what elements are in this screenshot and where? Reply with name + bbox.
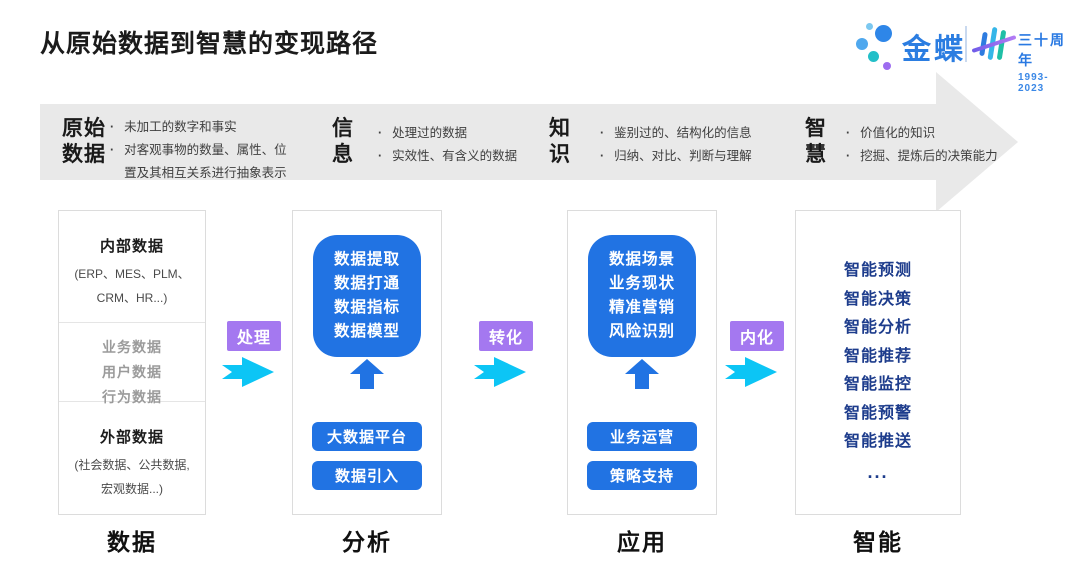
capability-line: 业务现状 — [608, 275, 675, 292]
stage-point: 处理过的数据 — [378, 122, 574, 145]
capability-line: 数据模型 — [333, 323, 400, 340]
analysis-column-box: 数据提取 数据打通 数据指标 数据模型 大数据平台 数据引入 — [292, 210, 442, 515]
intelligence-more-ellipsis: ... — [867, 461, 889, 482]
logo-divider — [965, 26, 967, 62]
capability-line: 数据指标 — [333, 299, 400, 316]
logo-dot — [866, 23, 873, 30]
application-capabilities-box: 数据场景 业务现状 精准营销 风险识别 — [588, 235, 696, 357]
right-arrow-icon — [725, 357, 777, 387]
stage-point: 未加工的数字和事实 — [110, 116, 298, 139]
footer-label-data: 数据 — [107, 529, 157, 555]
logo-dot — [856, 38, 868, 50]
logo-dot — [868, 51, 879, 62]
stage-points-information: 处理过的数据 实效性、有含义的数据 — [378, 122, 574, 168]
data-import-button: 数据引入 — [312, 461, 422, 490]
logo-dot — [875, 25, 892, 42]
brand-name: 金蝶 — [902, 34, 967, 66]
business-operation-button: 业务运营 — [587, 422, 697, 451]
stage-points-knowledge: 鉴别过的、结构化的信息 归纳、对比、判断与理解 — [600, 122, 810, 168]
data-types-section: 业务数据 用户数据 行为数据 — [59, 323, 205, 405]
up-arrow-icon — [625, 359, 659, 389]
intelligence-item: 智能分析 — [843, 319, 912, 336]
anniversary-years: 1993-2023 — [1018, 72, 1049, 94]
internal-data-heading: 内部数据 — [99, 238, 164, 255]
stage-point: 实效性、有含义的数据 — [378, 145, 574, 168]
stage-title-knowledge: 知 识 — [549, 117, 571, 166]
external-data-section: 外部数据 (社会数据、公共数据, 宏观数据...) — [59, 402, 205, 501]
data-column-box: 内部数据 (ERP、MES、PLM、CRM、HR...) 业务数据 用户数据 行… — [58, 210, 206, 515]
big-data-platform-button: 大数据平台 — [312, 422, 422, 451]
capability-line: 数据提取 — [333, 251, 400, 268]
stage-title-information: 信 息 — [332, 117, 354, 166]
stage-point: 鉴别过的、结构化的信息 — [600, 122, 810, 145]
anniversary-text: 三十周年 1993-2023 — [1018, 30, 1070, 94]
external-data-heading: 外部数据 — [99, 429, 164, 446]
capability-line: 数据打通 — [333, 275, 400, 292]
internal-data-section: 内部数据 (ERP、MES、PLM、CRM、HR...) — [59, 211, 205, 323]
stage-points-wisdom: 价值化的知识 挖掘、提炼后的决策能力 — [846, 122, 1036, 168]
footer-label-application: 应用 — [617, 529, 667, 555]
intelligence-item: 智能推荐 — [843, 347, 912, 365]
intelligence-column-box: 智能预测 智能决策 智能分析 智能推荐 智能监控 智能预警 智能推送 ... — [795, 210, 961, 515]
kingdee-dots-icon — [853, 22, 897, 74]
stage-point: 归纳、对比、判断与理解 — [600, 145, 810, 168]
strategy-support-button: 策略支持 — [587, 461, 697, 490]
thirty-anniversary-icon — [971, 22, 1017, 66]
intelligence-item: 智能预警 — [843, 404, 912, 422]
data-type-item: 业务数据 — [102, 339, 162, 355]
kingdee-logo: 金蝶 三十周年 1993-2023 — [850, 18, 1070, 94]
up-arrow-icon — [350, 359, 384, 389]
right-arrow-icon — [222, 357, 274, 387]
external-data-examples: (社会数据、公共数据, 宏观数据...) — [74, 458, 190, 496]
intelligence-item: 智能决策 — [843, 290, 912, 308]
intelligence-list: 智能预测 智能决策 智能分析 智能推荐 智能监控 智能预警 智能推送 ... — [796, 257, 960, 487]
capability-line: 数据场景 — [608, 251, 675, 268]
internal-data-examples: (ERP、MES、PLM、CRM、HR...) — [74, 267, 190, 305]
anniversary-label: 三十周年 — [1018, 32, 1066, 68]
analysis-capabilities-box: 数据提取 数据打通 数据指标 数据模型 — [313, 235, 421, 357]
right-arrow-icon — [474, 357, 526, 387]
stage-point: 挖掘、提炼后的决策能力 — [846, 145, 1036, 168]
data-type-item: 行为数据 — [102, 389, 162, 405]
stage-title-wisdom: 智 慧 — [805, 117, 827, 166]
stage-points-raw-data: 未加工的数字和事实 对客观事物的数量、属性、位置及其相互关系进行抽象表示 — [110, 116, 298, 185]
intelligence-item: 智能推送 — [843, 433, 912, 450]
capability-line: 精准营销 — [608, 299, 675, 316]
intelligence-item: 智能预测 — [843, 262, 912, 279]
flow-label-transform: 转化 — [479, 321, 533, 351]
intelligence-item: 智能监控 — [843, 376, 912, 393]
flow-label-process: 处理 — [227, 321, 281, 351]
logo-dot — [883, 62, 891, 70]
stage-title-raw-data: 原始 数据 — [62, 117, 106, 166]
capability-line: 风险识别 — [608, 323, 675, 340]
page-title: 从原始数据到智慧的变现路径 — [40, 30, 379, 58]
flow-label-internalize: 内化 — [730, 321, 784, 351]
application-column-box: 数据场景 业务现状 精准营销 风险识别 业务运营 策略支持 — [567, 210, 717, 515]
footer-label-analysis: 分析 — [342, 529, 392, 555]
data-type-item: 用户数据 — [102, 364, 162, 380]
stage-point: 对客观事物的数量、属性、位置及其相互关系进行抽象表示 — [110, 139, 298, 185]
footer-label-intelligence: 智能 — [853, 529, 903, 555]
stage-point: 价值化的知识 — [846, 122, 1036, 145]
